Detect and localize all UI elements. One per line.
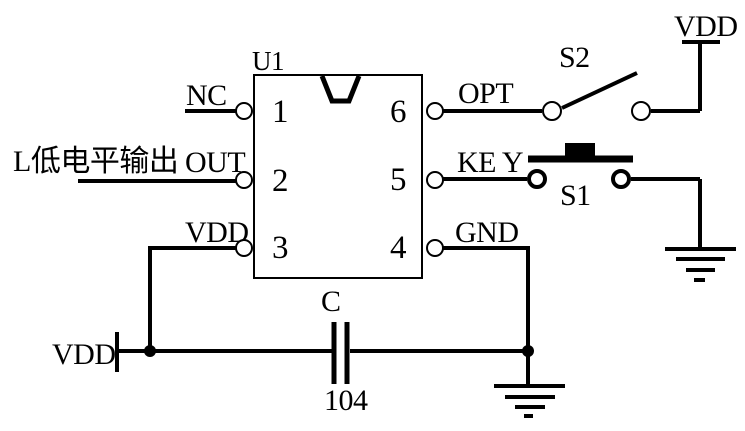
- s1-left-contact: [527, 169, 547, 189]
- junction-dot-right: [522, 345, 534, 357]
- out-annotation: L低电平输出: [13, 145, 178, 178]
- pin-5-terminal: [426, 171, 444, 189]
- pin-6-terminal: [426, 102, 444, 120]
- junction-dot-left: [144, 345, 156, 357]
- s2-left-contact: [542, 101, 562, 121]
- pin-label-nc: NC: [186, 79, 227, 112]
- ic-pin1-notch-icon: [319, 75, 362, 104]
- wire-gnd-pin4: [443, 246, 530, 386]
- pin-number-2: 2: [272, 163, 288, 199]
- pin-number-4: 4: [390, 230, 406, 266]
- capacitor-value: 104: [324, 384, 368, 417]
- pin-4-terminal: [426, 239, 444, 257]
- ic-body-outline: [253, 74, 423, 279]
- pin-label-gnd: GND: [455, 216, 519, 249]
- vdd-top-label: VDD: [674, 10, 738, 43]
- s2-designator: S2: [559, 41, 590, 74]
- s2-right-contact: [631, 101, 651, 121]
- pin-1-terminal: [235, 102, 253, 120]
- pin-number-5: 5: [390, 162, 406, 198]
- s1-right-contact: [611, 169, 631, 189]
- pin-number-3: 3: [272, 230, 288, 266]
- ground-symbol-middle: [494, 384, 565, 418]
- pin-label-key: KE Y: [457, 146, 523, 179]
- s2-lever: [561, 71, 638, 110]
- pin-number-1: 1: [272, 94, 288, 130]
- vdd-left-label: VDD: [52, 338, 116, 371]
- pin-label-opt: OPT: [458, 77, 513, 110]
- capacitor-designator: C: [321, 285, 341, 318]
- pin-label-vdd: VDD: [185, 216, 249, 249]
- wire-vdd-pin3: [148, 246, 236, 351]
- ground-symbol-right: [665, 247, 736, 282]
- s1-button-cap: [565, 143, 595, 156]
- pin-label-out: OUT: [185, 146, 245, 179]
- s1-designator: S1: [560, 179, 591, 212]
- pin-number-6: 6: [390, 94, 406, 130]
- ic-designator: U1: [252, 46, 284, 76]
